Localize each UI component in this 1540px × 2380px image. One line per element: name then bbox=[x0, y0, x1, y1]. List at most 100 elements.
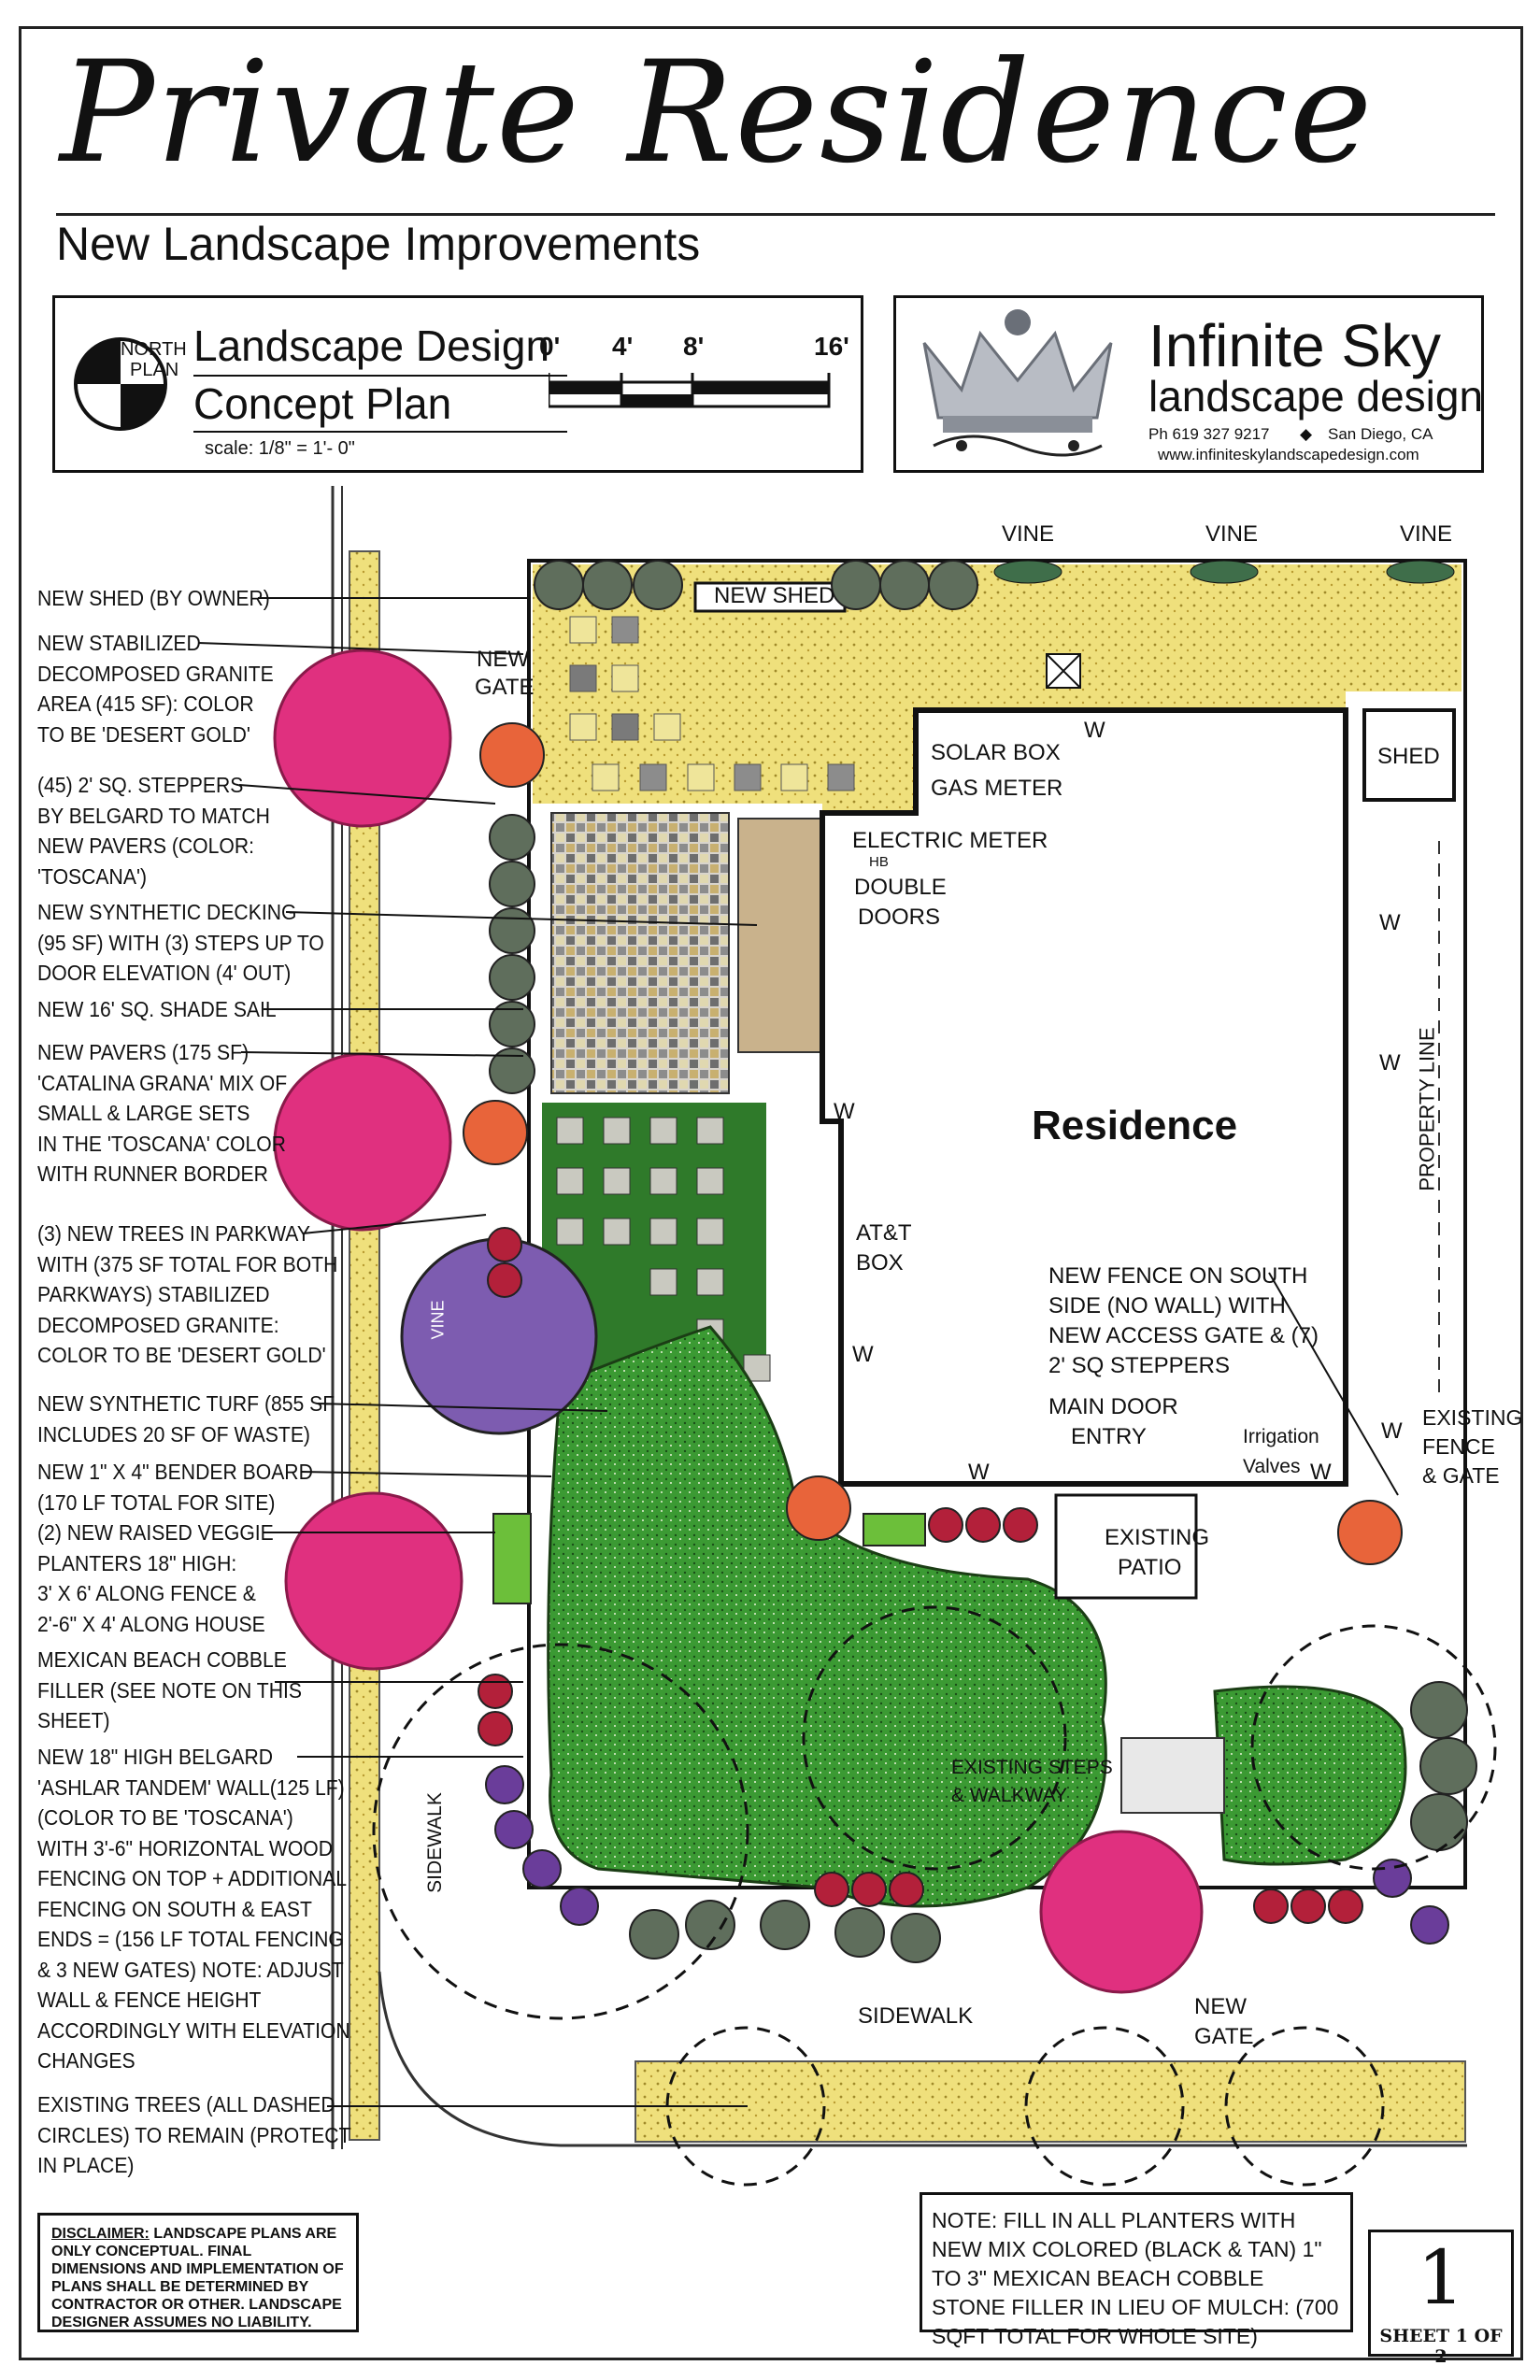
label-doors: DOORS bbox=[858, 905, 941, 930]
label-water-7: W bbox=[1310, 1460, 1332, 1485]
page-subtitle: New Landscape Improvements bbox=[56, 218, 701, 270]
bottom-parkway-dg bbox=[635, 2060, 1466, 2143]
label-new-gate-south-2: GATE bbox=[1194, 2024, 1254, 2049]
shrubs-west bbox=[489, 814, 535, 1094]
label-new-shed: NEW SHED bbox=[714, 583, 835, 608]
scale-tick-0: 0' bbox=[539, 332, 561, 361]
title-block: NORTH PLAN Landscape Design Concept Plan… bbox=[52, 295, 863, 473]
existing-tree-circles bbox=[372, 1605, 1497, 2187]
scale-text: scale: 1/8" = 1'- 0" bbox=[205, 438, 355, 459]
drawing-sheet-border bbox=[19, 26, 1523, 2360]
scale-bar bbox=[549, 373, 831, 408]
pavers-area bbox=[550, 812, 730, 1094]
callout-synthetic-decking: NEW SYNTHETIC DECKING(95 SF) WITH (3) ST… bbox=[37, 900, 324, 985]
north-label: NORTH bbox=[121, 339, 187, 360]
existing-steps bbox=[1120, 1737, 1225, 1814]
vine-plant-1 bbox=[993, 560, 1062, 584]
vine-plant-3 bbox=[1386, 560, 1455, 584]
label-new-gate-top: NEW bbox=[477, 647, 529, 672]
synthetic-decking bbox=[737, 818, 827, 1053]
label-water-8: W bbox=[1381, 1418, 1403, 1444]
label-hose-bib: HB bbox=[869, 854, 889, 870]
stepper-grid bbox=[556, 1117, 771, 1382]
label-residence: Residence bbox=[1032, 1103, 1238, 1148]
bottom-curb-line bbox=[378, 1971, 1467, 2147]
shrubs-north bbox=[534, 560, 978, 610]
label-main-door: MAIN DOOR bbox=[1048, 1394, 1178, 1419]
shed-footprint bbox=[1362, 708, 1456, 802]
shrubs-purple bbox=[485, 1765, 1449, 1945]
disclaimer-text: LANDSCAPE PLANS ARE ONLY CONCEPTUAL. FIN… bbox=[51, 2226, 344, 2330]
existing-patio bbox=[1054, 1493, 1198, 1600]
label-existing-patio-1: EXISTING bbox=[1105, 1525, 1210, 1550]
brand-separator: ◆ bbox=[1300, 425, 1313, 443]
brand-name-line2: landscape design bbox=[1148, 372, 1484, 420]
title-block-line2: Concept Plan bbox=[193, 379, 452, 428]
label-gas-meter: GAS METER bbox=[931, 776, 1063, 801]
label-existing-patio-2: PATIO bbox=[1118, 1555, 1182, 1580]
veggie-planter-fence bbox=[492, 1513, 532, 1604]
crown-logo-icon bbox=[922, 309, 1113, 457]
label-water-3: W bbox=[1379, 1050, 1401, 1076]
scale-tick-4: 4' bbox=[612, 332, 634, 361]
disclaimer-heading: DISCLAIMER: bbox=[51, 2226, 150, 2242]
callout-leaders bbox=[197, 597, 1399, 2107]
callout-new-shed: NEW SHED (BY OWNER) bbox=[37, 586, 270, 610]
cobble-note-box: NOTE: FILL IN ALL PLANTERS WITH NEW MIX … bbox=[920, 2192, 1353, 2348]
label-att-2: BOX bbox=[856, 1250, 904, 1276]
label-sidewalk-south: SIDEWALK bbox=[858, 2003, 974, 2029]
sheet-number-box: 1 SHEET 1 OF 2 bbox=[1368, 2230, 1514, 2367]
page-title: Private Residence bbox=[60, 32, 1375, 194]
brand-website: www.infiniteskylandscapedesign.com bbox=[1158, 446, 1419, 463]
label-existing-steps: EXISTING STEPS bbox=[951, 1757, 1113, 1778]
sheet-number: 1 bbox=[1417, 2234, 1465, 2321]
label-double: DOUBLE bbox=[854, 875, 947, 900]
label-water-1: W bbox=[1084, 718, 1105, 743]
label-electric-meter: ELECTRIC METER bbox=[852, 828, 1048, 853]
brand-phone: Ph 619 327 9217 bbox=[1148, 425, 1270, 443]
title-block-rule-2 bbox=[193, 431, 567, 433]
title-rule bbox=[56, 213, 1495, 216]
label-valves: Valves bbox=[1243, 1456, 1301, 1477]
disclaimer-box: DISCLAIMER: LANDSCAPE PLANS ARE ONLY CON… bbox=[37, 2213, 359, 2332]
label-vine-circle: VINE bbox=[428, 1300, 448, 1340]
label-water-2: W bbox=[1379, 910, 1401, 935]
designer-brand-block: Infinite Sky landscape design Ph 619 327… bbox=[893, 295, 1484, 473]
north-arrow-icon bbox=[74, 337, 167, 431]
veggie-planter-house bbox=[863, 1513, 926, 1546]
label-irrigation: Irrigation bbox=[1243, 1426, 1319, 1447]
scale-tick-16: 16' bbox=[814, 332, 849, 361]
callout-belgard-wall: NEW 18" HIGH BELGARD'ASHLAR TANDEM' WALL… bbox=[37, 1745, 350, 2073]
label-vine-2: VINE bbox=[1205, 521, 1259, 547]
brand-name-line1: Infinite Sky bbox=[1148, 312, 1442, 379]
title-block-line1: Landscape Design bbox=[193, 321, 550, 370]
synthetic-turf-main bbox=[547, 1325, 1107, 1908]
label-shed: SHED bbox=[1377, 744, 1440, 769]
parkway-trees bbox=[273, 648, 1204, 1994]
callout-new-pavers: NEW PAVERS (175 SF)'CATALINA GRANA' MIX … bbox=[37, 1040, 288, 1186]
label-vine-3: VINE bbox=[1400, 521, 1453, 547]
orange-trees bbox=[463, 722, 1403, 1565]
label-att-1: AT&T bbox=[856, 1220, 912, 1246]
label-new-gate-south-1: NEW bbox=[1194, 1994, 1247, 2019]
label-water-5: W bbox=[852, 1342, 874, 1367]
plan-label: PLAN bbox=[130, 360, 179, 380]
label-walkway: & WALKWAY bbox=[951, 1785, 1068, 1806]
callout-shade-sail: NEW 16' SQ. SHADE SAIL bbox=[37, 997, 277, 1021]
label-solar-box: SOLAR BOX bbox=[931, 740, 1061, 765]
label-entry: ENTRY bbox=[1071, 1424, 1147, 1449]
vine-plant-2 bbox=[1190, 560, 1259, 584]
label-vine-1: VINE bbox=[1002, 521, 1055, 547]
cobble-note-text: NOTE: FILL IN ALL PLANTERS WITH NEW MIX … bbox=[932, 2208, 1339, 2348]
label-new-gate-bottom: GATE bbox=[475, 675, 535, 700]
title-block-rule bbox=[193, 375, 567, 377]
